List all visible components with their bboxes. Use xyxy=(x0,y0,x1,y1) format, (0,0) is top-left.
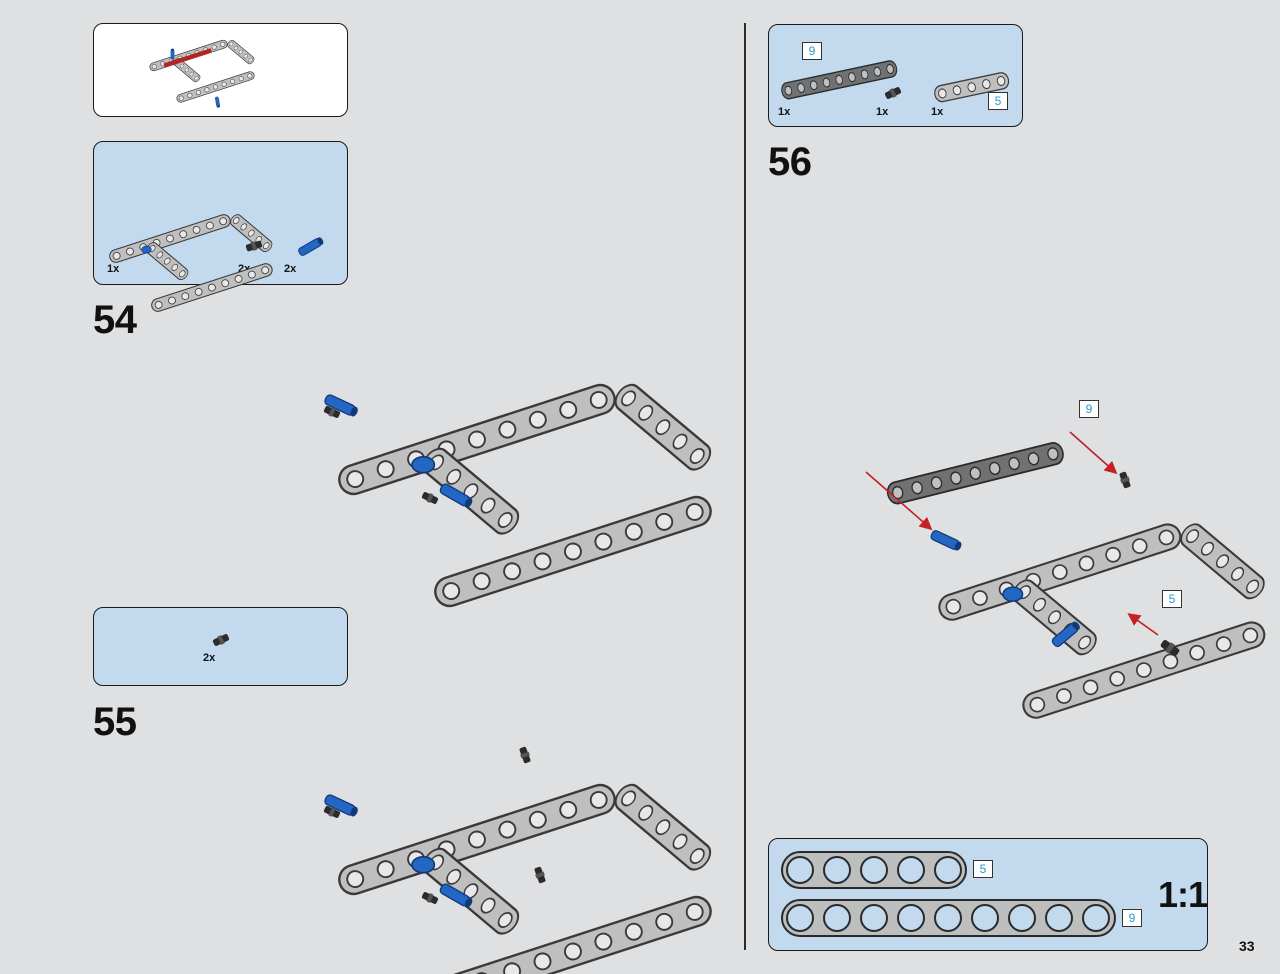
part-qty: 1x xyxy=(931,106,944,118)
part-qty: 1x xyxy=(778,106,791,118)
callout-beam-9: 9 xyxy=(1079,400,1099,418)
part-qty: 2x xyxy=(284,263,297,275)
column-divider xyxy=(744,23,746,950)
step-number: 55 xyxy=(93,700,137,744)
scale-label: 1:1 xyxy=(1158,874,1208,915)
step-number: 56 xyxy=(768,140,812,184)
parts-panel-step-55 xyxy=(93,607,348,686)
scale-beam-9-label: 9 xyxy=(1122,909,1142,927)
part-qty: 1x xyxy=(107,263,120,275)
scale-beam-5-label: 5 xyxy=(973,860,993,878)
parts-panel-step-54 xyxy=(93,141,348,285)
part-qty: 2x xyxy=(203,652,216,664)
page-number: 33 xyxy=(1239,938,1255,954)
sub-assembly-thumbnail xyxy=(93,23,348,117)
step-number: 54 xyxy=(93,298,137,342)
beam-length-label: 5 xyxy=(988,92,1008,110)
beam-length-label: 9 xyxy=(802,42,822,60)
callout-beam-5: 5 xyxy=(1162,590,1182,608)
part-qty: 1x xyxy=(876,106,889,118)
